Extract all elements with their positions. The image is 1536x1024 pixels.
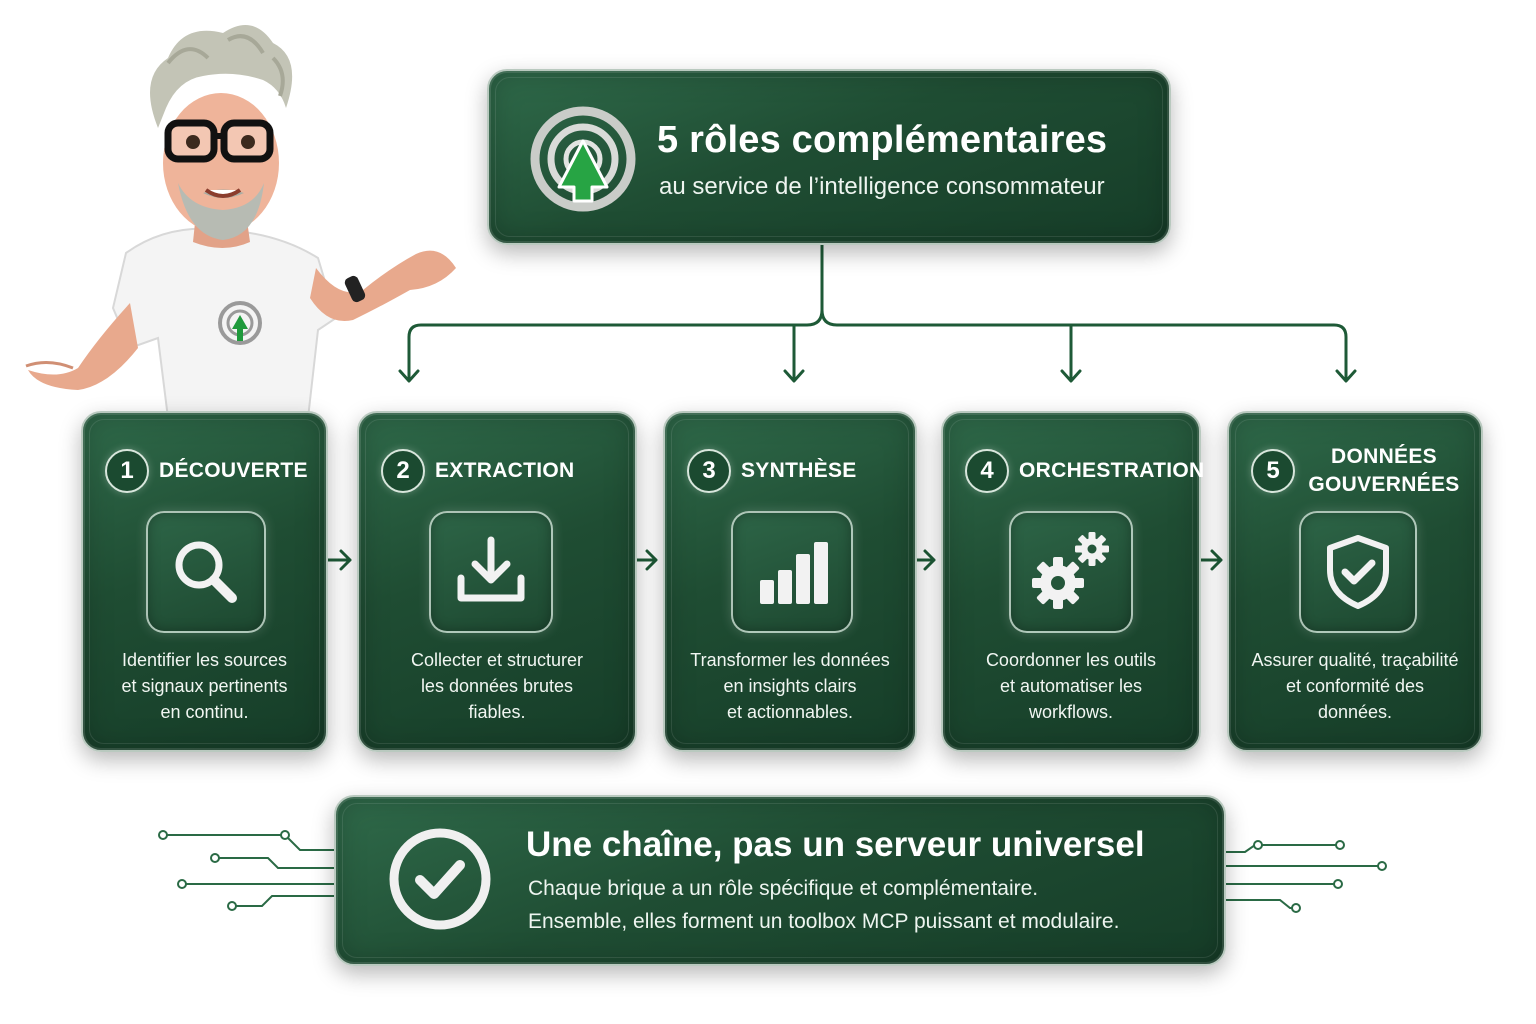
role-card-decouverte: 1 DÉCOUVERTE Identifier les sources et s… <box>81 411 328 752</box>
role-number-badge: 1 <box>105 449 149 493</box>
header-subtitle: au service de l’intelligence consommateu… <box>659 173 1105 200</box>
check-circle-icon <box>389 828 491 930</box>
shield-check-icon <box>1327 535 1389 609</box>
footer-line-1: Chaque brique a un rôle spécifique et co… <box>528 877 1039 900</box>
download-icon <box>457 536 525 602</box>
role-icon-box <box>1009 511 1133 633</box>
role-card-donnees-gouvernees: 5 DONNÉES GOUVERNÉES Assurer qualité, tr… <box>1227 411 1483 752</box>
role-title: DÉCOUVERTE <box>159 459 308 482</box>
bar-chart-icon <box>760 542 828 604</box>
role-icon-box <box>1299 511 1417 633</box>
role-title: ORCHESTRATION <box>1019 459 1205 482</box>
radar-arrow-logo-icon <box>530 106 636 212</box>
circuit-lines-left <box>163 834 334 907</box>
branch-arrow-4 <box>1060 369 1082 383</box>
role-description: Transformer les données en insights clai… <box>690 650 890 722</box>
role-card-orchestration: 4 ORCHESTRATION <box>941 411 1205 752</box>
role-icon-box <box>731 511 853 633</box>
footer-line-2: Ensemble, elles forment un toolbox MCP p… <box>528 910 1120 933</box>
role-description: Collecter et structurer les données brut… <box>410 650 584 722</box>
role-description: Assurer qualité, traçabilité et conformi… <box>1251 650 1459 722</box>
role-number-badge: 3 <box>687 449 731 493</box>
header-panel: 5 rôles complémentaires au service de l’… <box>487 69 1171 245</box>
branch-arrow-5 <box>1335 369 1357 383</box>
footer-title: Une chaîne, pas un serveur universel <box>526 825 1145 864</box>
role-title: EXTRACTION <box>435 459 575 482</box>
role-number-badge: 2 <box>381 449 425 493</box>
role-card-synthese: 3 SYNTHÈSE Transformer les données en in… <box>663 411 917 752</box>
presenter-avatar-icon <box>25 25 456 418</box>
role-title: SYNTHÈSE <box>741 459 857 482</box>
role-title: DONNÉES GOUVERNÉES <box>1308 445 1460 496</box>
role-icon-box <box>146 511 266 633</box>
role-icon-box <box>429 511 553 633</box>
role-number-badge: 5 <box>1251 449 1295 493</box>
role-description: Coordonner les outils et automatiser les… <box>985 650 1157 722</box>
branch-line-1 <box>407 241 824 382</box>
role-number-badge: 4 <box>965 449 1009 493</box>
circuit-lines-right <box>1222 844 1382 909</box>
gears-icon <box>1032 532 1109 609</box>
branch-arrow-3 <box>783 369 805 383</box>
role-card-extraction: 2 EXTRACTION Collecter et structurer les… <box>357 411 637 752</box>
role-description: Identifier les sources et signaux pertin… <box>121 650 288 722</box>
footer-panel: Une chaîne, pas un serveur universel Cha… <box>334 795 1226 966</box>
branch-line-5 <box>820 308 1348 382</box>
search-icon <box>175 541 237 603</box>
header-title: 5 rôles complémentaires <box>657 119 1108 161</box>
